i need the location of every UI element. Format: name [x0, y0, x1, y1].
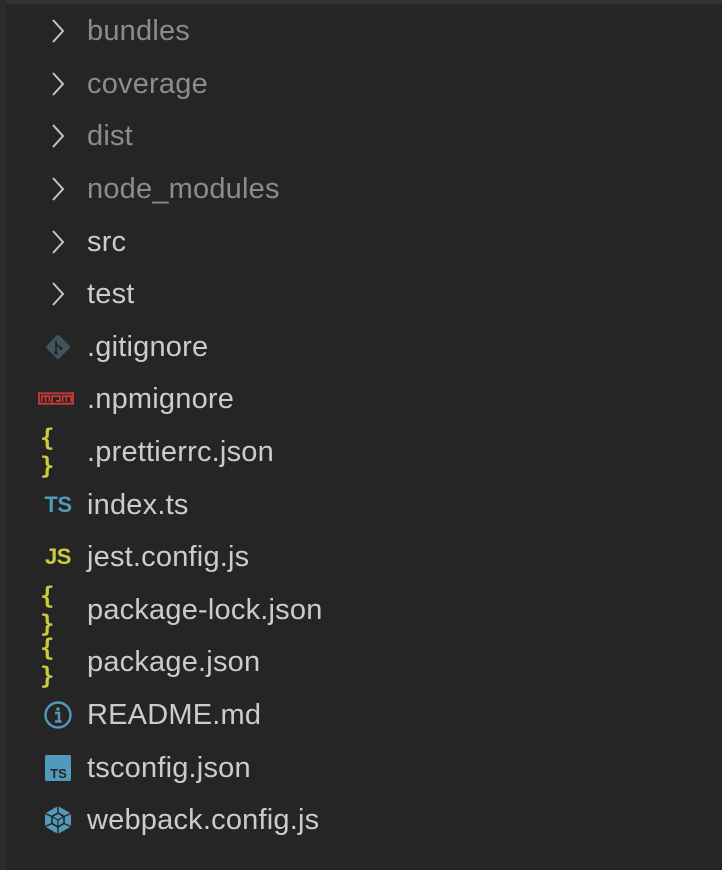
file-package-lock[interactable]: { } package-lock.json [0, 581, 722, 638]
file-index-ts[interactable]: TS index.ts [0, 478, 722, 531]
file-label: jest.config.js [87, 541, 250, 574]
folder-coverage[interactable]: coverage [0, 58, 722, 111]
file-label: .gitignore [87, 330, 209, 363]
chevron-right-icon[interactable] [40, 276, 76, 312]
file-webpack-config[interactable]: webpack.config.js [0, 794, 722, 847]
file-explorer-tree: bundles coverage dist node_modules src t… [0, 5, 722, 847]
file-package-json[interactable]: { } package.json [0, 634, 722, 691]
file-label: index.ts [87, 488, 189, 521]
chevron-right-icon[interactable] [40, 13, 76, 49]
file-tsconfig[interactable]: TS tsconfig.json [0, 741, 722, 794]
file-label: webpack.config.js [87, 804, 320, 837]
file-label: .npmignore [87, 383, 235, 416]
file-jest-config[interactable]: JS jest.config.js [0, 531, 722, 584]
chevron-right-icon[interactable] [40, 118, 76, 154]
json-icon: { } [40, 581, 57, 638]
folder-node-modules[interactable]: node_modules [0, 163, 722, 216]
folder-label: dist [87, 120, 133, 153]
file-label: package-lock.json [87, 593, 323, 626]
chevron-right-icon[interactable] [40, 171, 76, 207]
tsconfig-icon: TS [40, 750, 76, 786]
folder-label: bundles [87, 15, 190, 48]
json-icon: { } [40, 634, 57, 691]
chevron-right-icon[interactable] [40, 66, 76, 102]
npm-icon [38, 381, 74, 417]
folder-bundles[interactable]: bundles [0, 5, 722, 58]
file-label: README.md [87, 699, 262, 732]
file-readme[interactable]: README.md [0, 689, 722, 742]
webpack-icon [40, 802, 76, 838]
file-gitignore[interactable]: .gitignore [0, 321, 722, 374]
svg-text:TS: TS [50, 766, 67, 781]
chevron-right-icon[interactable] [40, 224, 76, 260]
folder-label: node_modules [87, 173, 280, 206]
file-label: package.json [87, 646, 261, 679]
top-border [0, 0, 722, 4]
git-icon [40, 329, 76, 365]
folder-dist[interactable]: dist [0, 110, 722, 163]
folder-test[interactable]: test [0, 268, 722, 321]
left-border [0, 0, 6, 870]
folder-label: test [87, 278, 135, 311]
javascript-icon: JS [45, 544, 71, 570]
typescript-icon: TS [44, 491, 72, 517]
file-npmignore[interactable]: .npmignore [0, 373, 722, 426]
file-label: tsconfig.json [87, 751, 251, 784]
folder-label: coverage [87, 67, 208, 100]
folder-src[interactable]: src [0, 215, 722, 268]
file-prettierrc[interactable]: { } .prettierrc.json [0, 424, 722, 481]
folder-label: src [87, 225, 127, 258]
json-icon: { } [40, 424, 57, 481]
file-label: .prettierrc.json [87, 436, 274, 469]
info-icon [40, 697, 76, 733]
